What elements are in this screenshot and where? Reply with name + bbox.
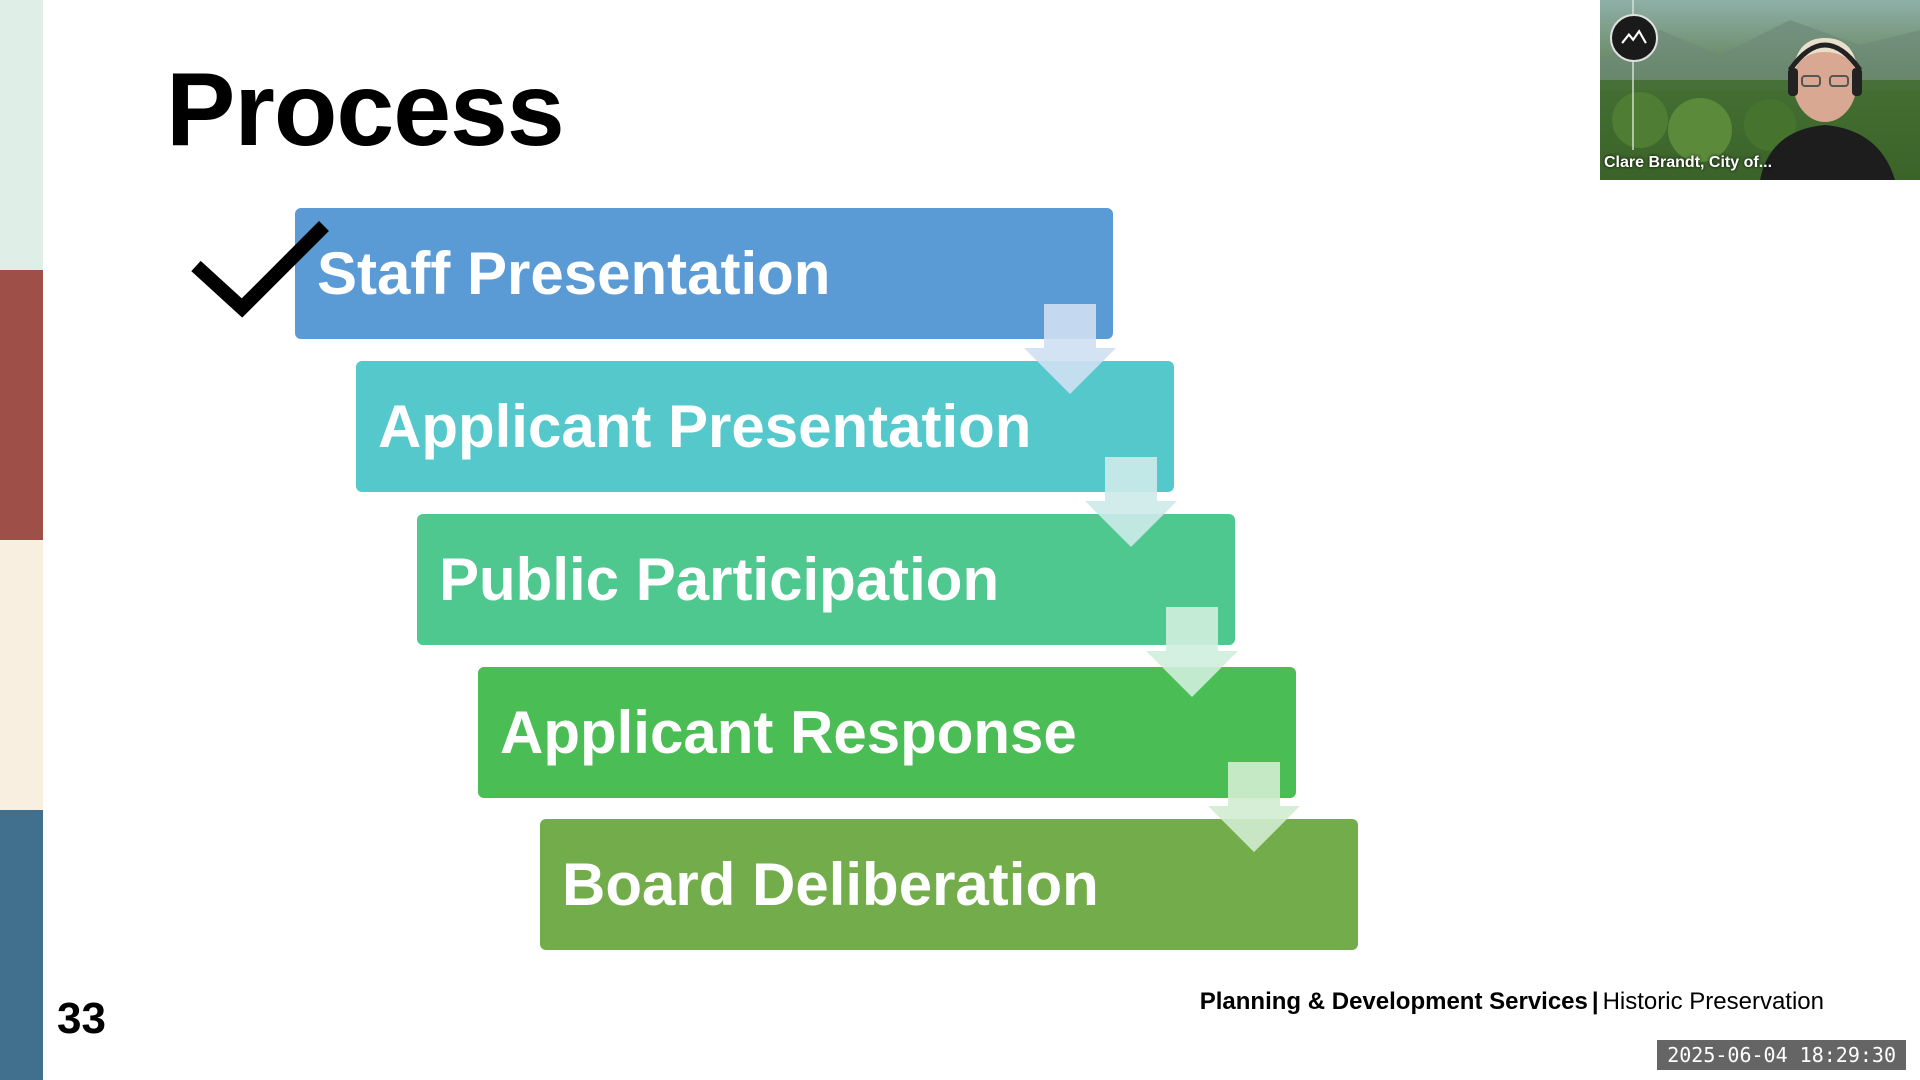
step-board-deliberation: Board Deliberation	[540, 819, 1358, 950]
left-band-1	[0, 0, 43, 270]
participant-avatar	[1760, 38, 1895, 180]
step-label: Applicant Response	[500, 699, 1077, 766]
slide-footer: Planning & Development Services|Historic…	[1200, 988, 1824, 1016]
down-arrow-icon	[1024, 304, 1116, 394]
left-band-4	[0, 810, 43, 1080]
footer-department: Planning & Development Services	[1199, 988, 1588, 1015]
footer-separator: |	[1591, 988, 1599, 1015]
down-arrow-icon	[1208, 762, 1300, 852]
slide-number: 33	[57, 994, 106, 1043]
slide-title: Process	[166, 52, 565, 168]
footer-division: Historic Preservation	[1602, 988, 1824, 1015]
left-band-2	[0, 270, 43, 540]
down-arrow-icon	[1146, 607, 1238, 697]
step-applicant-presentation: Applicant Presentation	[356, 361, 1174, 492]
step-applicant-response: Applicant Response	[478, 667, 1296, 798]
participant-name: Clare Brandt, City of...	[1604, 154, 1773, 171]
step-staff-presentation: Staff Presentation	[295, 208, 1113, 339]
down-arrow-icon	[1085, 457, 1177, 547]
step-public-participation: Public Participation	[417, 514, 1235, 645]
step-label: Staff Presentation	[317, 240, 831, 307]
participant-video-tile[interactable]: Clare Brandt, City of...	[1600, 0, 1920, 180]
checkmark-icon	[190, 218, 330, 318]
left-band-3	[0, 540, 43, 810]
city-logo-icon	[1610, 14, 1658, 62]
recording-timestamp: 2025-06-04 18:29:30	[1657, 1040, 1906, 1070]
step-label: Applicant Presentation	[378, 393, 1032, 460]
step-label: Public Participation	[439, 546, 1000, 613]
step-label: Board Deliberation	[562, 851, 1099, 918]
